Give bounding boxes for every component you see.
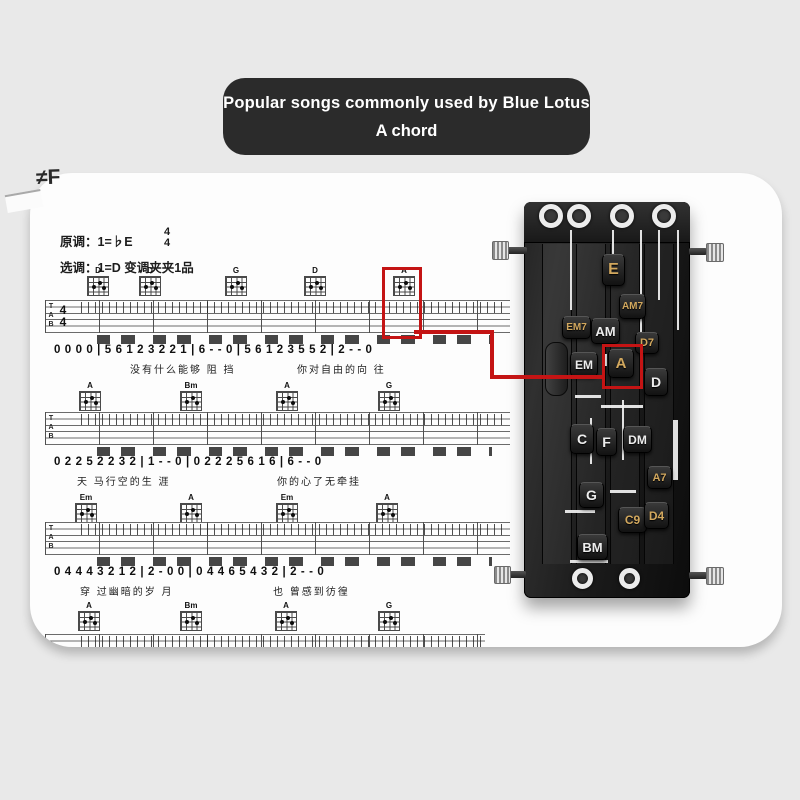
marking-line <box>575 395 601 398</box>
chord-diagram: D <box>302 266 328 296</box>
chord-diagram: G <box>376 381 402 411</box>
chord-clamp-device: E AM7 EM7 AM D7 EM A D C F DM A7 G C9 D4… <box>524 202 690 598</box>
connector-line-v <box>490 330 494 379</box>
chord-diagram: G <box>223 266 249 296</box>
lyrics-line: 也 曾感到彷徨 <box>273 587 350 598</box>
marking-line <box>570 560 608 563</box>
chord-button-g: G <box>579 482 604 508</box>
chord-diagram: Em <box>73 493 99 523</box>
lyrics-line: 穿 过幽暗的岁 月 <box>80 587 174 598</box>
chord-diagram: A <box>76 601 102 631</box>
connector-line-h1 <box>414 330 494 334</box>
string-line <box>677 230 679 330</box>
marking-line <box>604 354 607 366</box>
tension-rod-knob <box>706 567 724 585</box>
chord-button-am: AM <box>591 318 620 344</box>
connector-line-h2 <box>490 375 604 379</box>
tab-staff <box>45 412 510 456</box>
screw-icon <box>572 568 593 589</box>
chord-button-em7: EM7 <box>562 316 591 339</box>
chord-diagram: A <box>274 381 300 411</box>
tab-staff <box>45 634 485 647</box>
chord-button-d: D <box>644 368 668 396</box>
slider-handle <box>545 342 568 396</box>
lyrics-line: 天 马行空的生 涯 <box>77 477 171 488</box>
tab-staff <box>45 300 510 344</box>
original-key-label: 原调：1=♭E <box>60 235 133 249</box>
string-line <box>658 230 660 300</box>
tension-rod-knob <box>492 241 509 260</box>
chord-button-e: E <box>602 254 625 286</box>
chord-button-c9: C9 <box>618 507 647 533</box>
marking-bar <box>673 420 678 480</box>
chord-diagram: A <box>77 381 103 411</box>
tab-staff <box>45 522 510 566</box>
marking-line <box>601 405 643 408</box>
chord-diagram: D <box>137 266 163 296</box>
chord-button-a7: A7 <box>647 466 672 489</box>
chord-button-f: F <box>596 428 617 456</box>
caption-banner: Popular songs commonly used by Blue Lotu… <box>223 78 590 155</box>
jianpu-numbers: 0 0 0 0 | 5 6 1 2 3 2 2 1 | 6 - - 0 | 5 … <box>54 344 373 356</box>
jianpu-numbers: 0 2 2 5 2 2 3 2 | 1 - - 0 | 0 2 2 2 5 6 … <box>54 456 322 468</box>
jianpu-numbers: 0 4 4 4 3 2 1 2 | 2 - 0 0 | 0 4 4 6 5 4 … <box>54 566 325 578</box>
screw-icon <box>610 204 634 228</box>
tension-rod-knob <box>706 243 724 262</box>
string-line <box>640 230 642 332</box>
lyrics-line: 你的心了无牵挂 <box>277 477 361 488</box>
screw-icon <box>539 204 563 228</box>
chord-button-bm: BM <box>577 534 608 560</box>
chord-diagram: Bm <box>178 381 204 411</box>
chord-button-em: EM <box>570 352 598 377</box>
screw-icon <box>567 204 591 228</box>
tension-rod <box>689 572 707 579</box>
screw-icon <box>619 568 640 589</box>
string-line <box>612 230 614 254</box>
chord-diagram-highlighted: A <box>391 266 417 296</box>
lyrics-line: 你对自由的向 往 <box>297 365 386 376</box>
chord-button-a: A <box>608 349 634 378</box>
chord-button-dm: DM <box>623 426 652 453</box>
caption-line2: A chord <box>375 122 438 140</box>
tension-rod-knob <box>494 566 511 584</box>
lyrics-line: 没有什么能够 阻 挡 <box>130 365 236 376</box>
chord-diagram: G <box>376 601 402 631</box>
screw-icon <box>652 204 676 228</box>
chord-diagram: A <box>374 493 400 523</box>
chord-button-c: C <box>570 424 594 454</box>
string-channel <box>576 244 606 564</box>
highlight-rect-sheet <box>382 267 422 339</box>
tension-rod <box>507 247 527 254</box>
time-signature: 4 4 <box>163 226 171 249</box>
chord-button-d4: D4 <box>644 502 669 529</box>
highlight-rect-device <box>602 344 643 389</box>
tension-rod <box>509 571 526 578</box>
chord-diagram: A <box>178 493 204 523</box>
string-channel <box>542 244 572 564</box>
string-line <box>570 230 572 310</box>
tension-rod <box>689 248 707 255</box>
chord-diagram: A <box>273 601 299 631</box>
chord-diagram: Bm <box>178 601 204 631</box>
chord-diagram: Em <box>274 493 300 523</box>
caption-line1: Popular songs commonly used by Blue Lotu… <box>223 94 590 112</box>
selected-key-label: 选调：1=D 变调夹夹1品 <box>60 261 194 275</box>
chord-diagram: D <box>85 266 111 296</box>
corner-pen-mark: ≠F <box>35 165 61 190</box>
chord-button-am7: AM7 <box>619 294 646 319</box>
marking-line <box>610 490 636 493</box>
marking-line <box>565 510 595 513</box>
